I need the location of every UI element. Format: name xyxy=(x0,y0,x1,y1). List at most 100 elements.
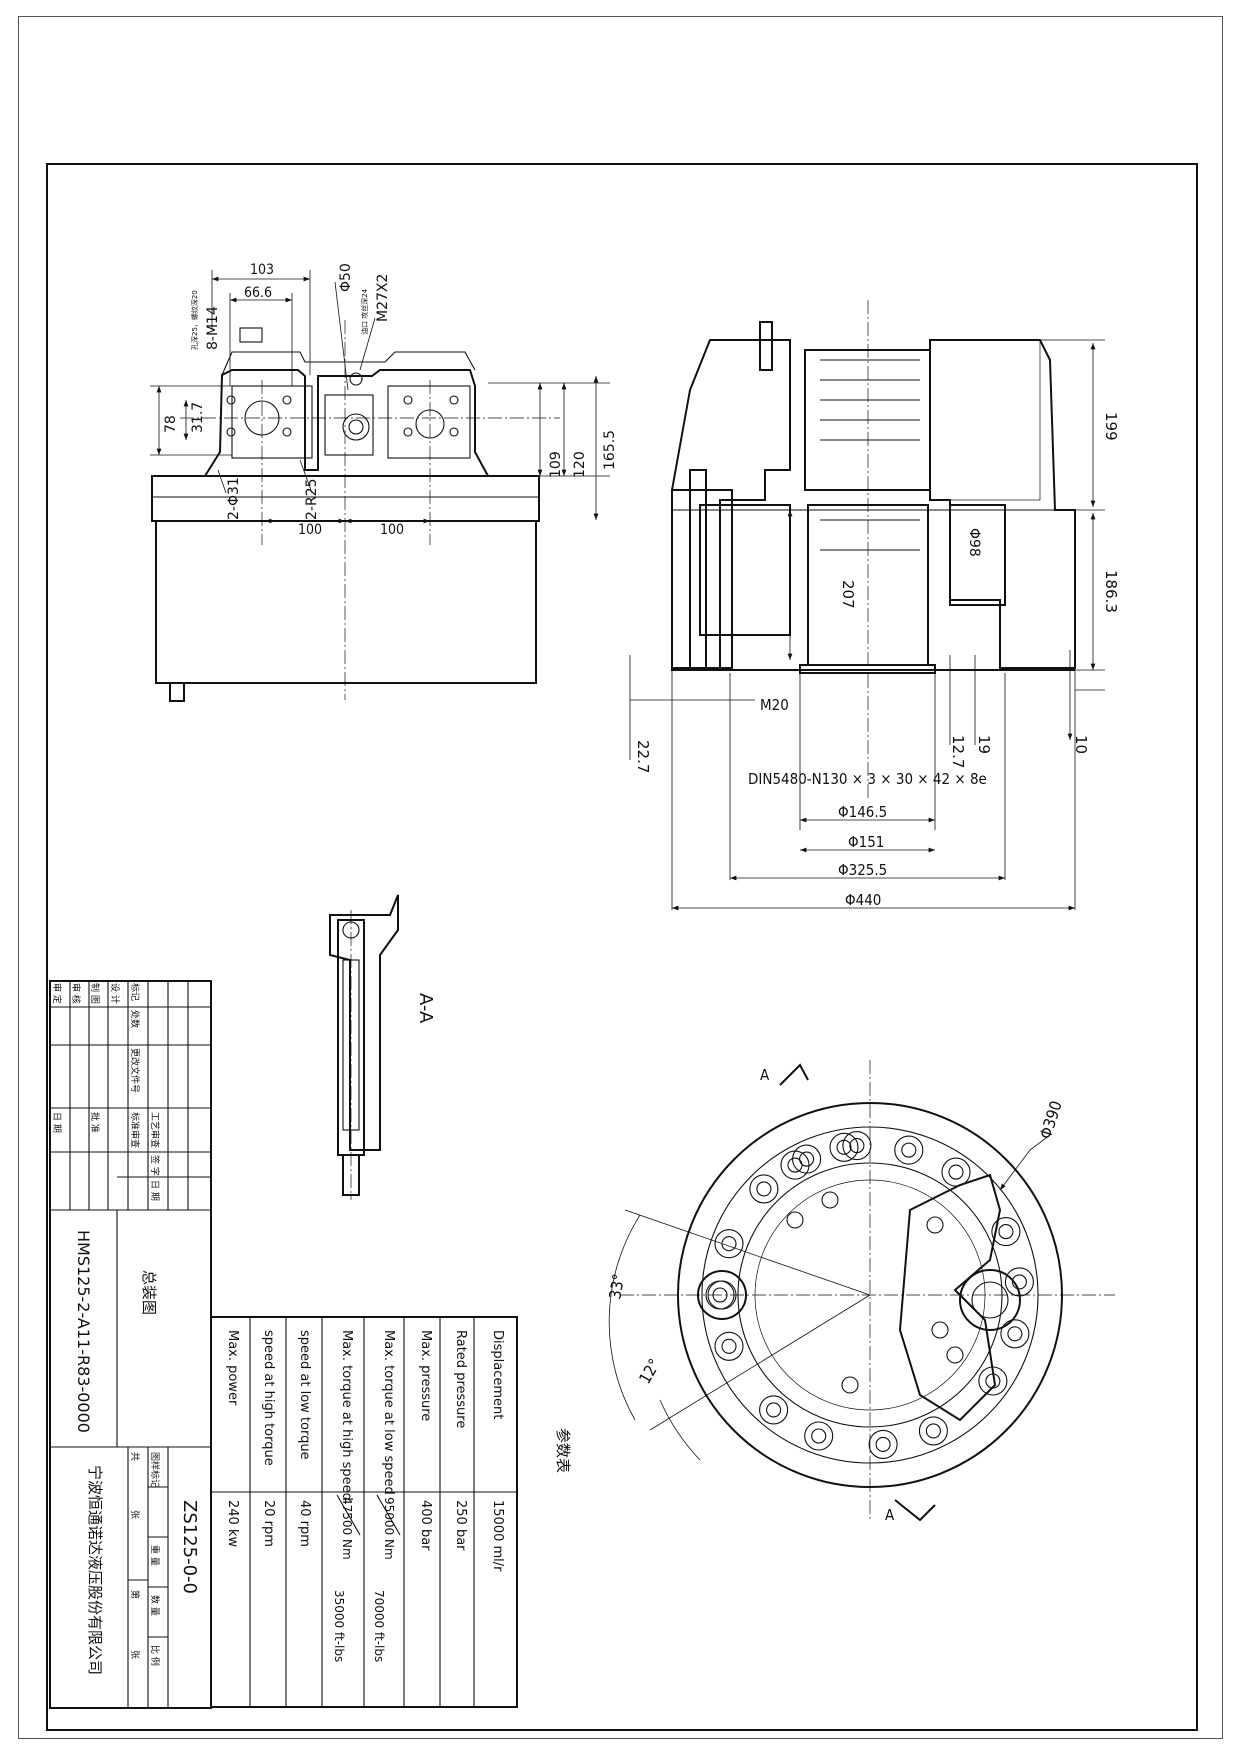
bolt-hole xyxy=(705,1280,735,1310)
section-view: M20 DIN5480-N130 × 3 × 30 × 42 × 8e Φ146… xyxy=(629,300,1105,911)
bolt-hole-inner xyxy=(985,1373,1001,1389)
dim-phi390: Φ390 xyxy=(1036,1098,1066,1141)
tb-sign: 签 字 xyxy=(149,1155,159,1176)
tb-process: 工艺审查 xyxy=(149,1112,159,1149)
bolt-hole-inner xyxy=(712,1287,728,1303)
dim-207: 207 xyxy=(839,580,857,609)
note-m27: 油口 攻丝深24 xyxy=(361,288,369,335)
bolt-hole-inner xyxy=(721,1338,737,1354)
bolt-hole-inner xyxy=(875,1436,891,1452)
bolt-hole xyxy=(868,1429,898,1459)
tb-design: 设 计 xyxy=(109,983,119,1004)
bolt-hole xyxy=(780,1150,810,1180)
bolt-hole xyxy=(749,1174,779,1204)
bolt-hole xyxy=(792,1144,822,1174)
params-table-grid xyxy=(210,1316,518,1708)
bolt-hole-inner xyxy=(1007,1326,1023,1342)
angle-33: 33° xyxy=(605,1272,628,1300)
param-value-max-pressure: 400 bar xyxy=(418,1500,433,1551)
param-value-max-power: 240 kw xyxy=(225,1500,240,1548)
bolt-hole-inner xyxy=(756,1181,772,1197)
tb-std: 标准审查 xyxy=(129,1112,139,1149)
bolt-hole xyxy=(829,1132,859,1162)
dim-12-7: 12.7 xyxy=(949,735,967,769)
dim-19: 19 xyxy=(975,735,993,755)
dim-phi98: Φ98 xyxy=(966,528,982,557)
tb-count: 数 量 xyxy=(149,1595,159,1616)
tb-sheet-unit: 张 xyxy=(129,1510,139,1520)
dim-10: 10 xyxy=(1072,735,1090,755)
dim-m20: M20 xyxy=(760,696,789,714)
dim-165-5: 165.5 xyxy=(602,429,618,470)
tb-date2: 日 期 xyxy=(51,1112,61,1133)
param-value-speed-high-torque: 20 rpm xyxy=(261,1500,276,1547)
bolt-hole-inner xyxy=(766,1402,782,1418)
dim-2-r25: 2-R25 xyxy=(304,478,320,520)
bolt-hole xyxy=(978,1366,1008,1396)
bolt-hole-inner xyxy=(925,1423,941,1439)
angle-12: 12° xyxy=(635,1355,664,1387)
detail-aa xyxy=(329,894,399,1200)
tb-part-number: HMS125-2-A11-R83-0000 xyxy=(74,1230,93,1433)
drawing-border xyxy=(46,163,1198,1731)
bolt-hole-inner xyxy=(998,1224,1014,1240)
tb-change-doc: 更改文件号 xyxy=(129,1048,139,1094)
note-bolt-depth: 孔深25，螺纹深20 xyxy=(191,290,199,350)
tb-qty: 处数 xyxy=(129,1010,139,1029)
params-caption: 参数表 xyxy=(554,1428,572,1474)
title-block-grid xyxy=(49,980,212,1709)
dim-phi50: Φ50 xyxy=(338,263,354,292)
param-label-torque-low-speed: Max. torque at low speed xyxy=(381,1330,396,1495)
section-mark-top: A xyxy=(760,1066,770,1084)
tb-page-unit: 张 xyxy=(129,1650,139,1660)
spline-spec: DIN5480-N130 × 3 × 30 × 42 × 8e xyxy=(748,770,987,788)
tb-mark: 标记 xyxy=(129,983,139,1002)
dim-109: 109 xyxy=(548,451,564,478)
bolt-hole xyxy=(894,1135,924,1165)
dim-8-m14: 8-M14 xyxy=(205,306,221,350)
tb-drawing-name: 总装图 xyxy=(140,1270,158,1316)
tb-company: 宁波恒通诺达液压股份有限公司 xyxy=(86,1465,104,1676)
front-view: 103 66.6 100 100 xyxy=(150,262,610,702)
bolt-hole-inner xyxy=(811,1428,827,1444)
dim-66-6: 66.6 xyxy=(244,285,272,301)
param-label-speed-high-torque: speed at high torque xyxy=(261,1330,276,1466)
bolt-hole-inner xyxy=(849,1138,865,1154)
bolt-hole-inner xyxy=(721,1236,737,1252)
param-label-torque-high-speed: Max. torque at high speed xyxy=(339,1330,354,1501)
bolt-hole xyxy=(991,1217,1021,1247)
param-value-torque-high-nm: 47500 Nm xyxy=(340,1497,354,1560)
dim-2-phi31: 2-Φ31 xyxy=(226,477,242,520)
bolt-hole-inner xyxy=(901,1142,917,1158)
bolt-hole xyxy=(941,1157,971,1187)
dim-120: 120 xyxy=(572,451,588,478)
param-value-torque-high-ftlbs: 35000 ft-lbs xyxy=(332,1590,346,1663)
param-value-torque-low-nm: 95000 Nm xyxy=(382,1497,396,1560)
dim-100-left: 100 xyxy=(298,522,322,538)
tb-scale: 比 例 xyxy=(149,1645,159,1666)
outer-frame xyxy=(18,16,1223,1739)
bolt-hole-inner xyxy=(787,1157,803,1173)
param-value-speed-low-torque: 40 rpm xyxy=(297,1500,312,1547)
dim-199: 199 xyxy=(1102,412,1120,441)
tb-page: 第 xyxy=(129,1590,139,1600)
bolt-hole xyxy=(714,1229,744,1259)
param-value-rated-pressure: 250 bar xyxy=(453,1500,468,1551)
tb-approve: 批 准 xyxy=(89,1112,99,1133)
tb-stage: 图样标记 xyxy=(149,1452,159,1489)
bolt-hole xyxy=(842,1131,872,1161)
bolt-hole-inner xyxy=(1011,1274,1027,1290)
dim-phi325-5: Φ325.5 xyxy=(838,861,887,879)
param-label-max-power: Max. power xyxy=(225,1330,240,1406)
tb-total: 共 xyxy=(129,1452,139,1462)
dim-31-7: 31.7 xyxy=(190,401,206,433)
bolt-hole-inner xyxy=(799,1151,815,1167)
param-label-displacement: Displacement xyxy=(490,1330,505,1420)
bolt-hole xyxy=(1004,1267,1034,1297)
param-label-rated-pressure: Rated pressure xyxy=(453,1330,468,1429)
tb-date: 日 期 xyxy=(149,1180,159,1201)
bolt-hole xyxy=(1000,1319,1030,1349)
dim-phi151: Φ151 xyxy=(848,833,884,851)
dim-103: 103 xyxy=(250,262,274,278)
